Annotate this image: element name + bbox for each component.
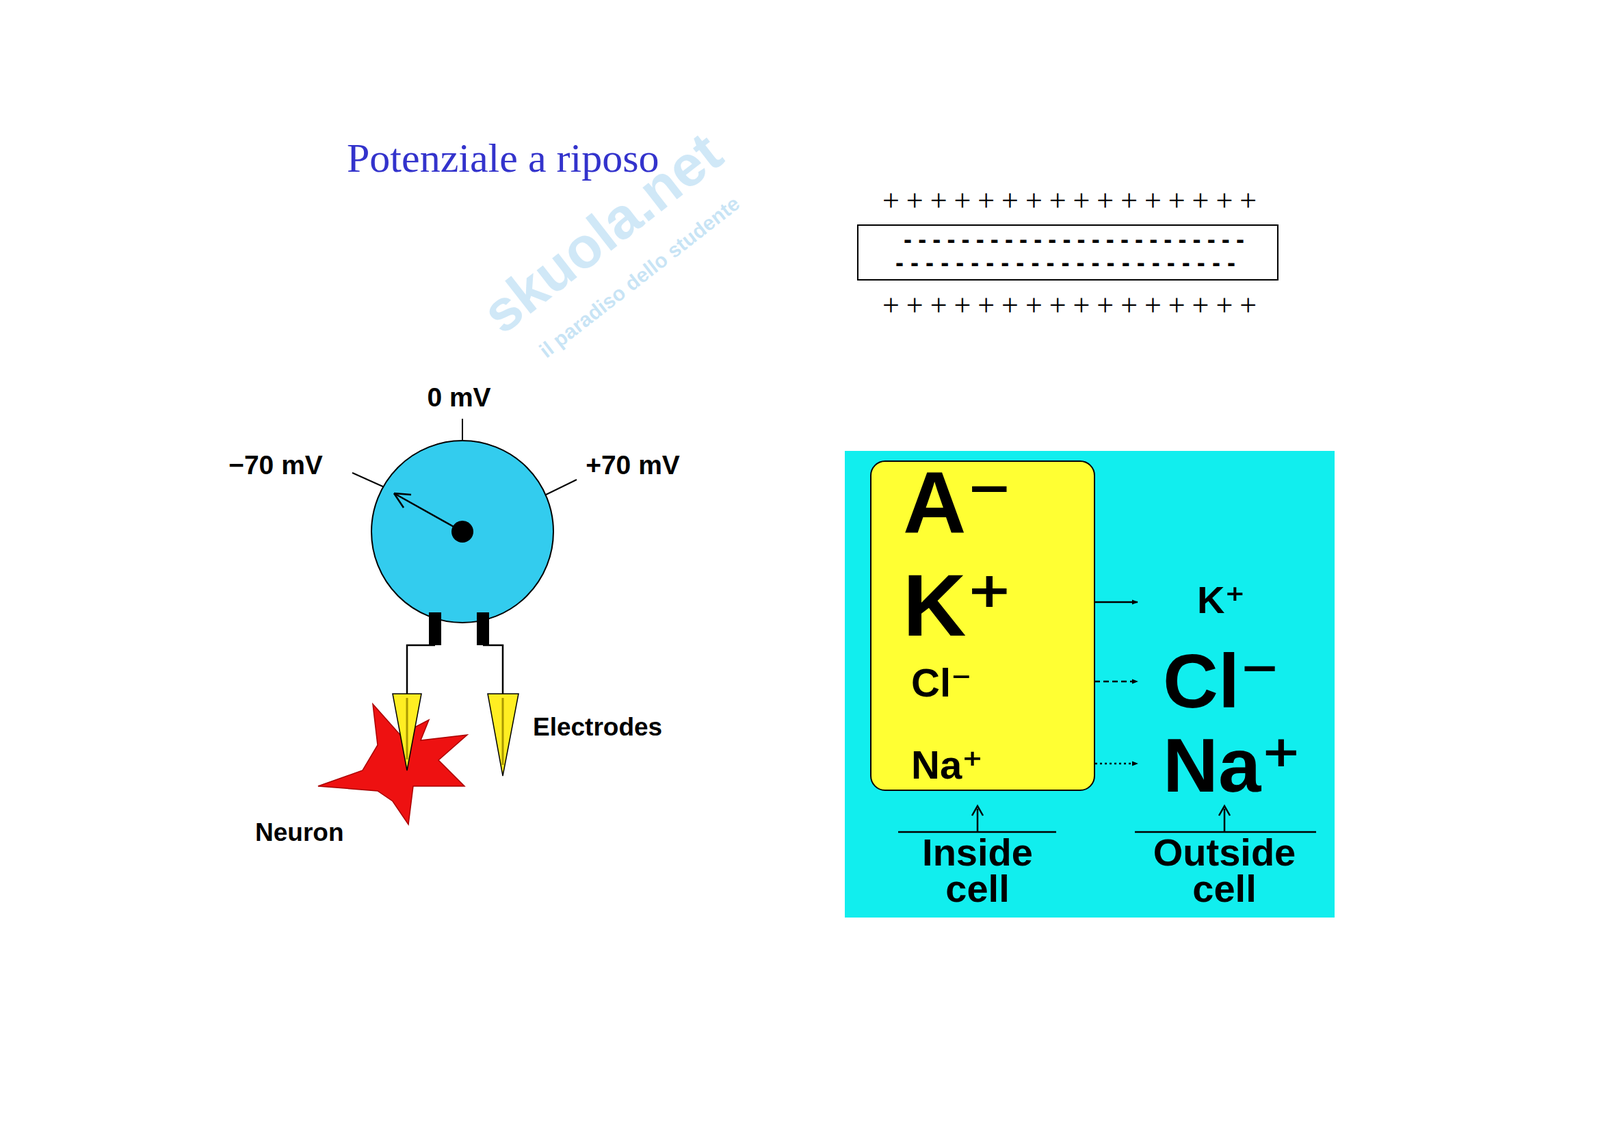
charge-row: ----------------------- [895,250,1243,275]
electrodes [392,693,519,776]
charge-row: ++++++++++++++++ [882,290,1264,321]
ion-inside: Cl⁻ [911,662,973,703]
ion-inside: Na⁺ [911,744,983,785]
part-name: Neuron [255,819,345,845]
ion-outside: Cl⁻ [1162,643,1280,720]
ion-outside: K⁺ [1197,580,1245,620]
scale-label: 0 mV [426,383,491,411]
ion-inside: A⁻ [902,458,1013,547]
extracellular-panel [844,450,1335,918]
scale-label: +70 mV [585,451,680,479]
side-label: Inside cell [898,833,1057,907]
part-name: Electrodes [532,714,663,740]
charge-row: ------------------------ [903,227,1251,252]
side-label: Outside cell [1138,833,1310,907]
cell-interior: A⁻ K⁺ Cl⁻ Na⁺ [870,460,1096,791]
membrane-box: ----------------------------------------… [857,224,1279,281]
neuron [318,703,468,825]
scale-label: −70 mV [228,451,323,479]
side-markers [898,805,1317,832]
voltmeter [352,418,577,694]
slide-title: Potenziale a riposo [346,137,660,179]
ion-inside: K⁺ [902,561,1013,650]
charge-row: ++++++++++++++++ [882,186,1264,217]
ion-outside: Na⁺ [1162,727,1302,804]
